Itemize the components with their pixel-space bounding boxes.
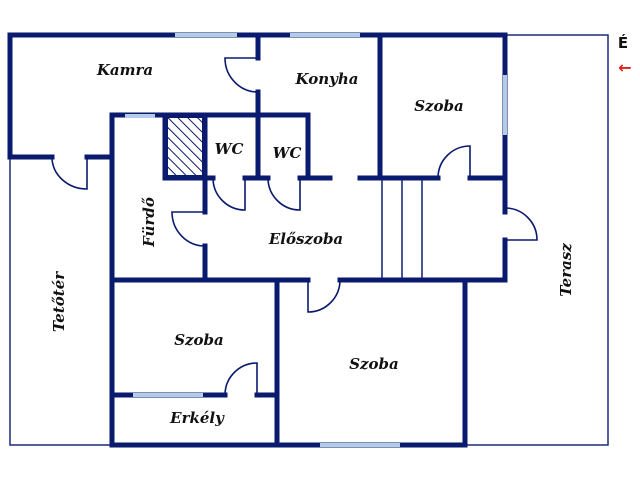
stairs <box>381 180 423 278</box>
room-label-kamra: Kamra <box>96 61 153 79</box>
room-label-szoba-ne: Szoba <box>414 97 464 115</box>
doors <box>51 57 538 396</box>
room-label-wc-1: WC <box>215 140 244 158</box>
windows <box>125 33 507 447</box>
room-label-terasz: Terasz <box>557 243 575 297</box>
room-label-furdo: Fürdő <box>140 197 158 248</box>
thin-outlines <box>9 34 609 446</box>
room-label-tetoter: Tetőtér <box>50 271 68 332</box>
room-label-eloszoba: Előszoba <box>268 230 343 248</box>
room-label-erkely: Erkély <box>169 409 225 427</box>
room-label-szoba-s: Szoba <box>349 355 399 373</box>
room-label-wc-2: WC <box>273 144 302 162</box>
walls <box>7 32 508 448</box>
compass-arrow-icon: ← <box>618 58 631 77</box>
room-label-konyha: Konyha <box>295 70 359 88</box>
room-label-szoba-sw: Szoba <box>174 331 224 349</box>
hatched-shaft <box>166 116 204 177</box>
compass-letter: É <box>618 33 628 52</box>
